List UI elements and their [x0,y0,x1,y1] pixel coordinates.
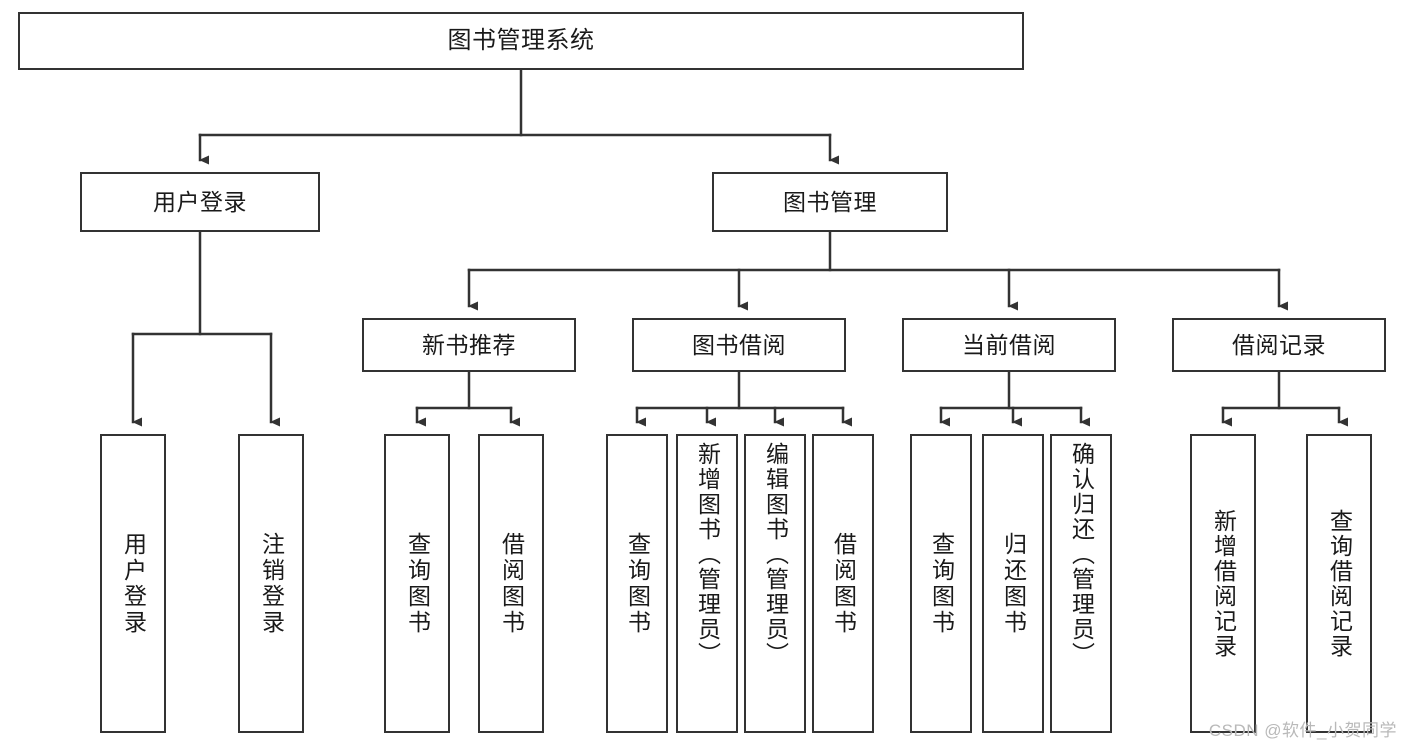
node-root[interactable]: 图书管理系统 [18,12,1024,70]
leaf-add-borrow-record-label: 新增借阅记录 [1210,508,1237,659]
leaf-return-book[interactable]: 归还图书 [982,434,1044,733]
leaf-user-login[interactable]: 用户登录 [100,434,166,733]
leaf-confirm-return-admin[interactable]: 确认归还（管理员） [1050,434,1112,733]
leaf-logout-login[interactable]: 注销登录 [238,434,304,733]
leaf-borrow-book-label: 借阅图书 [830,531,857,636]
leaf-return-book-label: 归还图书 [1000,531,1027,636]
leaf-query-borrow-record-label: 查询借阅记录 [1326,508,1353,659]
csdn-watermark: CSDN @软件_小贺同学 [1208,721,1397,740]
node-user-login-label: 用户登录 [153,188,247,215]
node-current-borrow[interactable]: 当前借阅 [902,318,1116,372]
node-current-borrow-label: 当前借阅 [962,331,1056,358]
node-new-book-recommend[interactable]: 新书推荐 [362,318,576,372]
node-book-manage[interactable]: 图书管理 [712,172,948,232]
leaf-logout-login-label: 注销登录 [258,531,285,636]
leaf-borrow-book-recommend-label: 借阅图书 [498,531,525,636]
node-borrow-record[interactable]: 借阅记录 [1172,318,1386,372]
node-book-manage-label: 图书管理 [783,188,877,215]
node-user-login[interactable]: 用户登录 [80,172,320,232]
leaf-query-book-recommend-label: 查询图书 [404,531,431,636]
leaf-user-login-label: 用户登录 [120,531,147,636]
leaf-query-book-current-label: 查询图书 [928,531,955,636]
leaf-edit-book-admin[interactable]: 编辑图书（管理员） [744,434,806,733]
leaf-borrow-book[interactable]: 借阅图书 [812,434,874,733]
leaf-borrow-book-recommend[interactable]: 借阅图书 [478,434,544,733]
leaf-query-book-borrow-label: 查询图书 [624,531,651,636]
leaf-query-book-borrow[interactable]: 查询图书 [606,434,668,733]
leaf-add-book-admin[interactable]: 新增图书（管理员） [676,434,738,733]
node-new-book-recommend-label: 新书推荐 [422,331,516,358]
leaf-confirm-return-admin-label: 确认归还（管理员） [1068,442,1095,667]
node-root-label: 图书管理系统 [447,27,595,55]
node-borrow-record-label: 借阅记录 [1232,331,1326,358]
leaf-edit-book-admin-label: 编辑图书（管理员） [762,442,789,667]
leaf-query-book-current[interactable]: 查询图书 [910,434,972,733]
leaf-add-book-admin-label: 新增图书（管理员） [694,442,721,667]
node-book-borrow-label: 图书借阅 [692,331,786,358]
leaf-add-borrow-record[interactable]: 新增借阅记录 [1190,434,1256,733]
leaf-query-book-recommend[interactable]: 查询图书 [384,434,450,733]
node-book-borrow[interactable]: 图书借阅 [632,318,846,372]
leaf-query-borrow-record[interactable]: 查询借阅记录 [1306,434,1372,733]
